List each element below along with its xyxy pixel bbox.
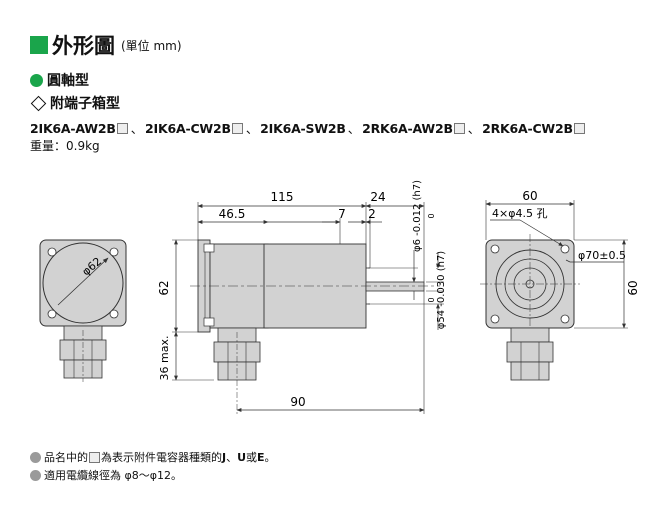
mount-hole-icon bbox=[560, 244, 570, 254]
note1-u: U bbox=[237, 450, 247, 464]
note1-end: 。 bbox=[264, 451, 276, 464]
model-list: 2IK6A-AW2B、2IK6A-CW2B、2IK6A-SW2B、2RK6A-A… bbox=[30, 118, 586, 137]
note2-text: 適用電纜線徑為 φ8～φ12。 bbox=[44, 469, 183, 482]
page-title: 外形圖 (單位 mm) bbox=[30, 30, 182, 60]
dim-62: 62 bbox=[157, 280, 171, 295]
placeholder-box-icon bbox=[116, 123, 128, 134]
dim-shaft-d6: φ6 -0.012 (h7) bbox=[412, 180, 423, 252]
dim-pcd70: φ70±0.5 bbox=[578, 249, 626, 262]
dim-24: 24 bbox=[370, 190, 385, 204]
dim-zero-1: 0 bbox=[427, 213, 436, 218]
model-name: 2RK6A-CW2B bbox=[482, 121, 573, 136]
model-name: 2IK6A-AW2B bbox=[30, 121, 116, 136]
note1-j: J bbox=[222, 450, 227, 464]
model-separator: 、 bbox=[347, 121, 361, 136]
unit-label: (單位 mm) bbox=[121, 38, 182, 53]
model-name: 2RK6A-AW2B bbox=[362, 121, 453, 136]
green-dot-icon bbox=[30, 73, 43, 87]
mount-hole-icon bbox=[490, 244, 500, 254]
dim-holes: 4×φ4.5 孔 bbox=[492, 207, 547, 220]
placeholder-box-icon bbox=[89, 451, 100, 463]
shaft-type-label: 圓軸型 bbox=[47, 73, 89, 89]
note1-sep: 、 bbox=[226, 451, 238, 464]
placeholder-box-icon bbox=[231, 123, 243, 134]
model-name: 2IK6A-CW2B bbox=[145, 121, 231, 136]
placeholder-box-icon bbox=[573, 123, 585, 134]
note1-e: E bbox=[257, 450, 265, 464]
gray-dot-icon bbox=[30, 451, 41, 463]
screw-icon bbox=[47, 309, 57, 319]
dim-2: 2 bbox=[368, 207, 376, 221]
mount-hole-icon bbox=[490, 314, 500, 324]
dim-115: 115 bbox=[271, 190, 294, 204]
note1-part-a: 品名中的 bbox=[44, 451, 88, 464]
front-view: 60 4×φ4.5 孔 φ70±0.5 60 bbox=[480, 189, 640, 381]
gray-dot-icon bbox=[30, 469, 41, 481]
note1-or: 或 bbox=[246, 451, 258, 464]
rear-view: φ62 bbox=[39, 239, 127, 382]
note-cable: 適用電纜線徑為 φ8～φ12。 bbox=[30, 467, 182, 483]
dim-zero-2: 0 bbox=[427, 297, 436, 302]
dim-7: 7 bbox=[338, 207, 346, 221]
terminal-type-heading: 附端子箱型 bbox=[30, 93, 120, 113]
side-view: 115 24 46.5 7 2 62 36 max. 90 φ6 -0.012 … bbox=[157, 180, 447, 416]
dim-46-5: 46.5 bbox=[219, 207, 246, 221]
note1-part-b: 為表示附件電容器種類的 bbox=[101, 451, 222, 464]
mount-hole-icon bbox=[560, 314, 570, 324]
screw-icon bbox=[109, 309, 119, 319]
model-separator: 、 bbox=[245, 121, 259, 136]
shaft-type-heading: 圓軸型 bbox=[30, 70, 89, 90]
title-square-icon bbox=[30, 36, 48, 54]
title-text: 外形圖 bbox=[52, 34, 115, 58]
terminal-type-label: 附端子箱型 bbox=[50, 96, 120, 112]
note-capacitor: 品名中的 為表示附件電容器種類的 J 、 U 或 E 。 bbox=[30, 449, 276, 465]
model-separator: 、 bbox=[467, 121, 481, 136]
weight-label: 重量：0.9kg bbox=[30, 139, 100, 153]
model-separator: 、 bbox=[130, 121, 144, 136]
dim-w60: 60 bbox=[522, 189, 537, 203]
dim-h60: 60 bbox=[626, 280, 640, 295]
screw-icon bbox=[47, 247, 57, 257]
dim-pilot-d54: φ54 -0.030 (h7) bbox=[436, 251, 447, 330]
dim-36-max: 36 max. bbox=[158, 336, 171, 381]
screw-icon bbox=[109, 247, 119, 257]
placeholder-box-icon bbox=[453, 123, 465, 134]
model-name: 2IK6A-SW2B bbox=[260, 121, 346, 136]
dim-90: 90 bbox=[290, 395, 305, 409]
